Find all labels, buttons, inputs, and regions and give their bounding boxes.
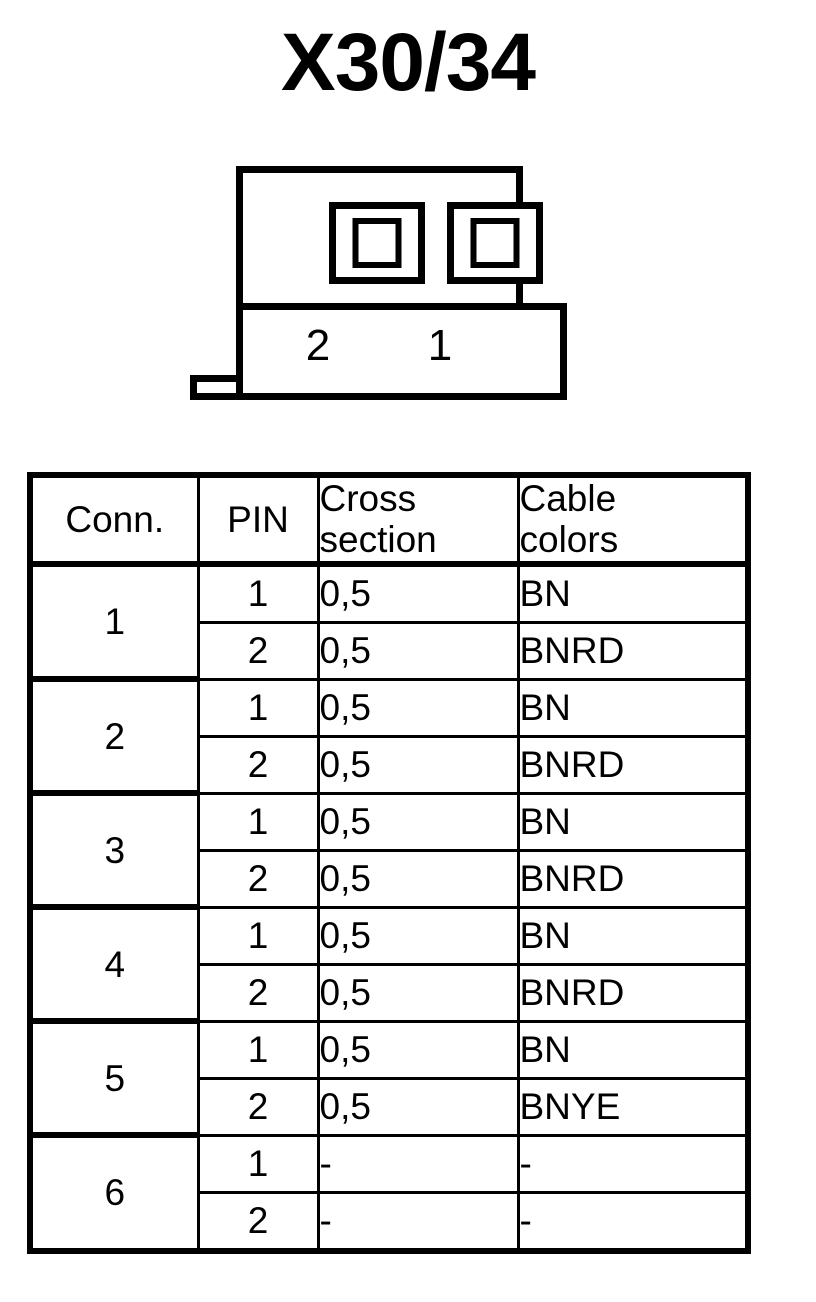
connector-latch-tab bbox=[190, 375, 243, 400]
cell-pin: 2 bbox=[196, 734, 320, 795]
table-header-row: Conn. PIN Cross section Cable colors bbox=[28, 473, 750, 567]
cell-cable-colors: BN bbox=[516, 905, 750, 966]
cell-pin: 2 bbox=[196, 620, 320, 681]
column-header-cable-colors: Cable colors bbox=[516, 473, 750, 567]
cell-pin: 1 bbox=[196, 905, 320, 966]
cell-cable-colors: BNRD bbox=[516, 620, 750, 681]
contact-socket-2 bbox=[329, 202, 425, 284]
contact-pin-2 bbox=[352, 218, 402, 268]
cell-cross-section: 0,5 bbox=[316, 791, 520, 852]
contact-pin-1 bbox=[470, 218, 520, 268]
connector-housing-top bbox=[236, 166, 543, 307]
cell-cross-section: 0,5 bbox=[316, 562, 520, 624]
cell-conn: 1 bbox=[28, 562, 200, 683]
cell-cross-section: - bbox=[316, 1133, 520, 1194]
cell-pin: 1 bbox=[196, 1133, 320, 1194]
column-header-pin: PIN bbox=[196, 473, 320, 567]
pin-label-1: 1 bbox=[427, 321, 453, 370]
cell-cable-colors: BNYE bbox=[516, 1076, 750, 1137]
cell-cross-section: - bbox=[316, 1190, 520, 1253]
cell-cable-colors: BN bbox=[516, 1019, 750, 1080]
cell-cross-section: 0,5 bbox=[316, 734, 520, 795]
cell-cable-colors: BNRD bbox=[516, 734, 750, 795]
cell-conn: 4 bbox=[28, 905, 200, 1025]
cell-pin: 2 bbox=[196, 962, 320, 1023]
cell-cross-section: 0,5 bbox=[316, 677, 520, 738]
connector-diagram: 2 1 bbox=[186, 162, 576, 407]
cell-cable-colors: - bbox=[516, 1133, 750, 1194]
cell-cable-colors: BN bbox=[516, 791, 750, 852]
cell-pin: 1 bbox=[196, 1019, 320, 1080]
cell-cross-section: 0,5 bbox=[316, 1076, 520, 1137]
cell-cross-section: 0,5 bbox=[316, 620, 520, 681]
cell-conn: 6 bbox=[28, 1133, 200, 1254]
cell-cross-section: 0,5 bbox=[316, 962, 520, 1023]
cell-conn: 3 bbox=[28, 791, 200, 911]
page-title: X30/34 bbox=[281, 17, 536, 108]
cell-pin: 2 bbox=[196, 1190, 320, 1253]
connector-housing-body bbox=[236, 303, 567, 400]
cell-conn: 5 bbox=[28, 1019, 200, 1139]
pin-label-2: 2 bbox=[305, 321, 331, 370]
cell-conn: 2 bbox=[28, 677, 200, 797]
cell-cable-colors: BN bbox=[516, 562, 750, 624]
table-row: 2-- bbox=[30, 1190, 750, 1253]
column-header-cross-section: Cross section bbox=[316, 473, 520, 567]
cell-cable-colors: BNRD bbox=[516, 848, 750, 909]
column-header-conn: Conn. bbox=[28, 473, 200, 567]
cell-pin: 2 bbox=[196, 1076, 320, 1137]
cell-pin: 2 bbox=[196, 848, 320, 909]
cell-cable-colors: BN bbox=[516, 677, 750, 738]
cell-pin: 1 bbox=[196, 562, 320, 624]
cell-cable-colors: - bbox=[516, 1190, 750, 1253]
cell-pin: 1 bbox=[196, 791, 320, 852]
cell-cross-section: 0,5 bbox=[316, 1019, 520, 1080]
cell-cross-section: 0,5 bbox=[316, 905, 520, 966]
cell-pin: 1 bbox=[196, 677, 320, 738]
contact-socket-1 bbox=[447, 202, 543, 284]
cell-cross-section: 0,5 bbox=[316, 848, 520, 909]
cell-cable-colors: BNRD bbox=[516, 962, 750, 1023]
